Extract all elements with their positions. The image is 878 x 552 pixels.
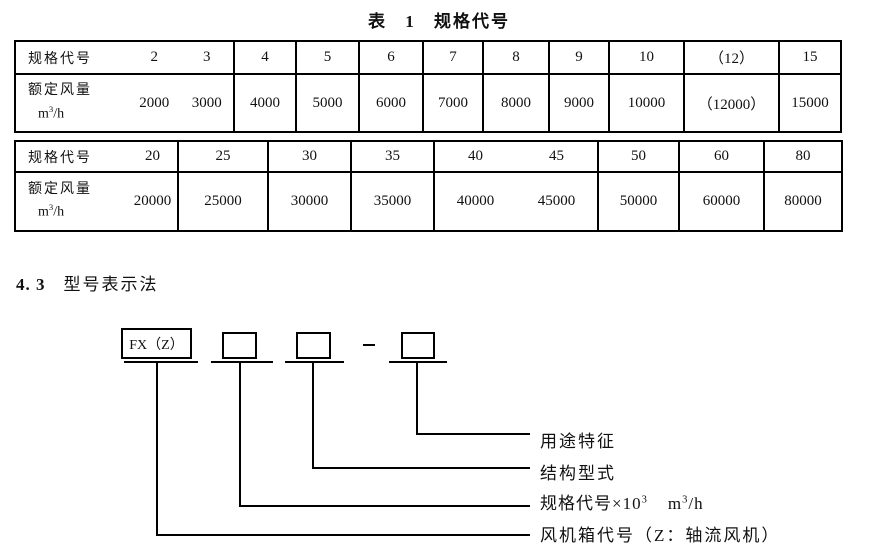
- table-cell: 2: [150, 49, 159, 65]
- table-cell: 5: [295, 42, 358, 73]
- table-cell: 40000: [456, 193, 495, 209]
- table-cell: 40000 45000: [433, 171, 597, 230]
- table-cell: 2000: [139, 94, 170, 111]
- model-code-box-use: [401, 332, 435, 359]
- table-cell: 20000: [133, 193, 172, 209]
- table-cell: 7000: [422, 73, 482, 131]
- table-cell: 规格代号 2 3: [16, 42, 233, 73]
- dash-separator: [363, 344, 375, 346]
- row-header-rated-airflow: 额定风量 m3/h: [16, 80, 128, 125]
- table-cell: 4: [233, 42, 295, 73]
- diagram-label-use: 用途特征: [540, 432, 616, 451]
- table-cell: 35: [350, 142, 433, 171]
- table-caption: 表 1 规格代号: [368, 12, 510, 31]
- section-title: 型号表示法: [63, 275, 159, 294]
- table-cell: 6000: [358, 73, 422, 131]
- table-cell: （12）: [683, 42, 778, 73]
- table-cell: 9: [548, 42, 608, 73]
- table-cell: 30000: [267, 171, 350, 230]
- row-header-spec-code: 规格代号: [28, 51, 92, 67]
- table-cell: 4000: [233, 73, 295, 131]
- table-cell: 6: [358, 42, 422, 73]
- table-cell: 35000: [350, 171, 433, 230]
- model-code-text: FX（Z）: [129, 337, 184, 353]
- table-cell: 额定风量 m3/h 20000: [16, 171, 177, 230]
- connector-vertical-use: [416, 363, 418, 435]
- table-cell: 15000: [778, 73, 840, 131]
- section-heading: 4. 3 型号表示法: [16, 270, 159, 295]
- spec-unit-rest: /h: [688, 494, 704, 513]
- table-cell: 8000: [482, 73, 548, 131]
- model-code-box-fanbox: FX（Z）: [121, 328, 192, 359]
- row-header-spec-code: 规格代号: [28, 150, 92, 166]
- table-cell: 45000: [537, 193, 576, 209]
- rated-airflow-label: 额定风量: [28, 83, 92, 99]
- diagram-label-structure: 结构型式: [540, 464, 616, 483]
- table-cell: 8: [482, 42, 548, 73]
- table-cell: 40 45: [433, 142, 597, 171]
- table-cell: 50000: [597, 171, 678, 230]
- table-cell: 30: [267, 142, 350, 171]
- table-cell: 10: [608, 42, 683, 73]
- table-cell: 50: [597, 142, 678, 171]
- spec-label-sup: 3: [641, 494, 648, 506]
- table-cell: 规格代号 20: [16, 142, 177, 171]
- connector-vertical-spec: [239, 363, 241, 507]
- table-cell: 9000: [548, 73, 608, 131]
- table-cell: 25000: [177, 171, 267, 230]
- table-cell: 60000: [678, 171, 763, 230]
- underline-fanbox: [124, 361, 198, 363]
- spec-table-lower: 规格代号 20 25 30 35 40 45 50 60 80 额定风量 m3/…: [14, 140, 843, 232]
- row-header-rated-airflow: 额定风量 m3/h: [16, 179, 128, 224]
- connector-horizontal-fanbox: [156, 534, 530, 536]
- connector-horizontal-use: [416, 433, 530, 435]
- table-cell: 80: [763, 142, 841, 171]
- table-cell: 额定风量 m3/h 2000 3000: [16, 73, 233, 131]
- table-cell: 5000: [295, 73, 358, 131]
- model-code-box-structure: [296, 332, 331, 359]
- table-cell: 15: [778, 42, 840, 73]
- section-number: 4. 3: [16, 275, 46, 294]
- table-cell: 3000: [191, 94, 222, 111]
- connector-vertical-structure: [312, 363, 314, 469]
- connector-horizontal-structure: [312, 467, 530, 469]
- underline-spec: [211, 361, 273, 363]
- table-cell: 20: [145, 148, 160, 164]
- table-cell: 7: [422, 42, 482, 73]
- table-cell: 3: [203, 49, 211, 65]
- spec-table-upper: 规格代号 2 3 4 5 6 7 8 9 10 （12） 15 额定风量 m3/…: [14, 40, 842, 133]
- model-code-box-spec: [222, 332, 257, 359]
- connector-vertical-fanbox: [156, 363, 158, 536]
- table-cell: （12000）: [683, 73, 778, 131]
- rated-airflow-label: 额定风量: [28, 181, 92, 197]
- underline-structure: [285, 361, 344, 363]
- table-cell: 80000: [763, 171, 841, 230]
- underline-use: [389, 361, 447, 363]
- unit-m3h: m3/h: [38, 103, 65, 122]
- table-cell: 45: [549, 148, 564, 164]
- diagram-label-fanbox: 风机箱代号（Z：轴流风机）: [540, 526, 781, 545]
- table-cell: 60: [678, 142, 763, 171]
- table-cell: 25: [177, 142, 267, 171]
- spec-label-base: 规格代号×10: [540, 494, 642, 513]
- spec-unit-sup: 3: [682, 494, 689, 506]
- table-cell: 10000: [608, 73, 683, 131]
- connector-horizontal-spec: [239, 505, 530, 507]
- table-cell: 40: [468, 148, 483, 164]
- unit-m3h: m3/h: [38, 202, 65, 220]
- spec-unit-base: m: [667, 494, 683, 513]
